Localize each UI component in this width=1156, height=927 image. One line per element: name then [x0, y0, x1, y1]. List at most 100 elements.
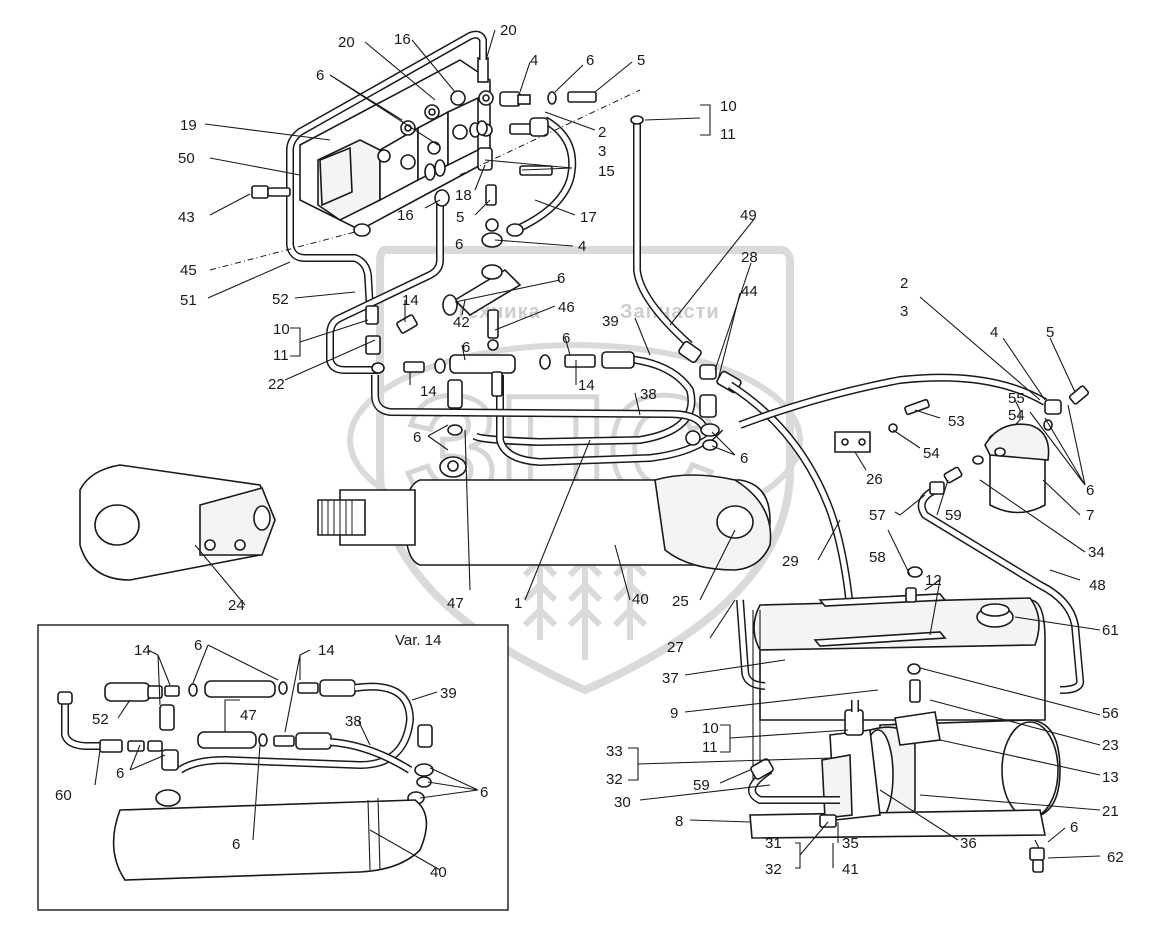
watermark-brand-right: Запчасти [620, 301, 720, 323]
label-4: 4 [578, 238, 586, 255]
pipe-51 [326, 200, 444, 374]
label-6: 6 [462, 339, 470, 356]
label-6: 6 [316, 67, 324, 84]
control-valve-block [299, 57, 494, 231]
label-54: 54 [1008, 407, 1025, 424]
fittings-28-44 [678, 340, 742, 451]
label-12: 12 [925, 572, 942, 589]
label-51: 51 [180, 292, 197, 309]
inset-label-52: 52 [92, 711, 109, 728]
label-11: 11 [702, 739, 718, 756]
label-11: 11 [720, 126, 736, 143]
label-19: 19 [180, 117, 197, 134]
label-2: 2 [598, 124, 606, 141]
label-2: 2 [900, 275, 908, 292]
tee-fitting-42 [442, 232, 522, 351]
inset-label-6: 6 [480, 784, 488, 801]
label-10: 10 [702, 720, 719, 737]
label-1: 1 [514, 595, 522, 612]
label-15: 15 [598, 163, 615, 180]
label-6: 6 [740, 450, 748, 467]
pipe-50 [286, 30, 487, 311]
label-10: 10 [273, 321, 290, 338]
label-4: 4 [530, 52, 538, 69]
bracket-26 [834, 398, 930, 453]
label-5: 5 [456, 209, 464, 226]
label-50: 50 [178, 150, 195, 167]
label-10: 10 [720, 98, 737, 115]
label-59: 59 [945, 507, 962, 524]
hose-49 [630, 115, 693, 348]
watermark: ЗПС Техника Запчасти [347, 246, 803, 695]
label-57: 57 [869, 507, 886, 524]
oil-tank-12 [753, 566, 1046, 724]
label-16: 16 [394, 31, 411, 48]
label-16: 16 [397, 207, 414, 224]
label-6: 6 [455, 236, 463, 253]
label-22: 22 [268, 376, 285, 393]
label-32: 32 [606, 771, 623, 788]
label-7: 7 [1086, 507, 1094, 524]
label-33: 33 [606, 743, 623, 760]
label-23: 23 [1102, 737, 1119, 754]
label-14: 14 [578, 377, 595, 394]
label-44: 44 [741, 283, 758, 300]
hose-17 [506, 116, 577, 237]
fittings-top [477, 91, 597, 232]
label-41: 41 [842, 861, 859, 878]
label-62: 62 [1107, 849, 1124, 866]
pipe-27-37 [736, 599, 766, 780]
label-54: 54 [923, 445, 940, 462]
filter-7 [929, 385, 1090, 514]
label-6: 6 [1086, 482, 1094, 499]
label-49: 49 [740, 207, 757, 224]
label-14: 14 [420, 383, 437, 400]
label-6: 6 [562, 330, 570, 347]
label-56: 56 [1102, 705, 1119, 722]
inset-label-6: 6 [116, 765, 124, 782]
pipe-48 [917, 486, 1085, 694]
label-52: 52 [272, 291, 289, 308]
label-28: 28 [741, 249, 758, 266]
inset-label-47: 47 [240, 707, 257, 724]
label-31: 31 [765, 835, 782, 852]
label-32: 32 [765, 861, 782, 878]
label-37: 37 [662, 670, 679, 687]
label-4: 4 [990, 324, 998, 341]
pump-unit-36 [748, 700, 881, 828]
drain-plug-62 [1029, 839, 1045, 873]
label-3: 3 [900, 303, 908, 320]
label-14: 14 [402, 292, 419, 309]
pipe-52 [371, 375, 709, 432]
label-6: 6 [413, 429, 421, 446]
label-39: 39 [602, 313, 619, 330]
label-43: 43 [178, 209, 195, 226]
bolt-43 [251, 185, 450, 237]
label-55: 55 [1008, 390, 1025, 407]
clevis-24 [79, 464, 276, 581]
label-35: 35 [842, 835, 859, 852]
tube-47 [447, 351, 635, 436]
inset-label-38: 38 [345, 713, 362, 730]
part-labels: 20 16 20 4 6 5 6 19 2 3 50 15 10 11 18 4… [55, 22, 1124, 881]
label-24: 24 [228, 597, 245, 614]
label-42: 42 [453, 314, 470, 331]
label-46: 46 [558, 299, 575, 316]
tee-fitting-22 [365, 305, 446, 374]
label-5: 5 [637, 52, 645, 69]
inset-label-14: 14 [318, 642, 335, 659]
label-59: 59 [693, 777, 710, 794]
label-61: 61 [1102, 622, 1119, 639]
label-5: 5 [1046, 324, 1054, 341]
label-53: 53 [948, 413, 965, 430]
inset-label-6: 6 [232, 836, 240, 853]
inset-label-39: 39 [440, 685, 457, 702]
label-20: 20 [338, 34, 355, 51]
label-48: 48 [1089, 577, 1106, 594]
inset-title: Var. 14 [395, 632, 441, 649]
label-9: 9 [670, 705, 678, 722]
inset-label-60: 60 [55, 787, 72, 804]
inset-label-40: 40 [430, 864, 447, 881]
label-29: 29 [782, 553, 799, 570]
